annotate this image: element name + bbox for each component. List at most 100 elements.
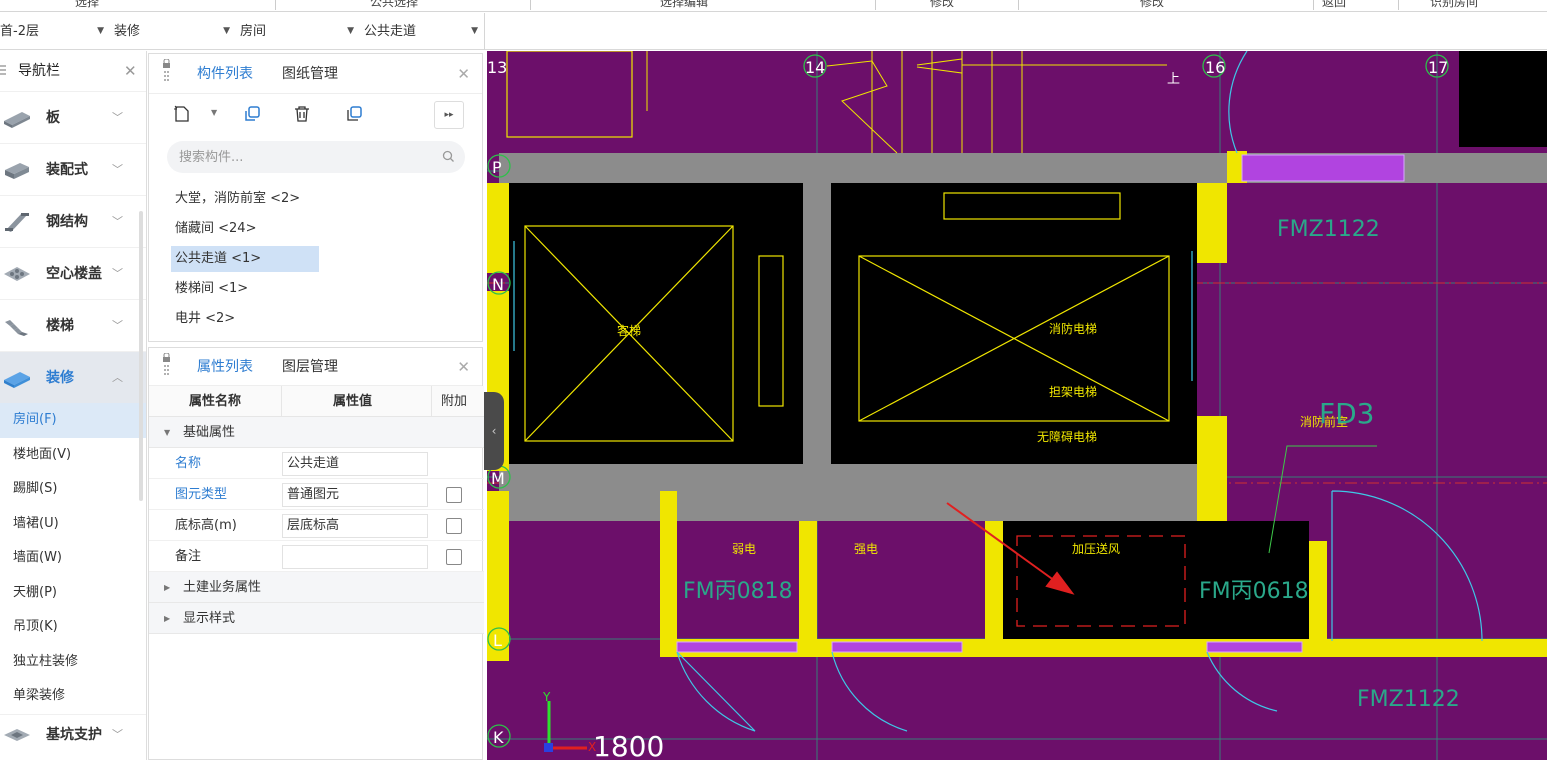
nav-item-suspended-ceiling[interactable]: 吊顶(K) xyxy=(13,619,58,634)
lock-icon[interactable] xyxy=(163,59,170,81)
tab-drawing-management[interactable]: 图纸管理 xyxy=(282,66,338,82)
component-list-item[interactable]: 大堂，消防前室 <2> xyxy=(175,191,301,206)
trash-icon xyxy=(295,106,309,122)
room-label: 消防电梯 xyxy=(1049,321,1097,336)
nav-item-beam-finish[interactable]: 单梁装修 xyxy=(13,688,66,703)
property-group-display[interactable]: ▶ 显示样式 xyxy=(149,603,484,634)
floor-select-value: 首-2层 xyxy=(0,24,39,39)
close-icon[interactable]: ✕ xyxy=(457,358,470,376)
property-value-element-type[interactable]: 普通图元 xyxy=(282,483,428,507)
property-value-remark[interactable] xyxy=(282,545,428,569)
more-tools-button[interactable]: ▸▸ xyxy=(434,101,464,129)
room-label: 弱电 xyxy=(732,542,756,556)
selector-bar: 首-2层 ▼ 装修 ▼ 房间 ▼ 公共走道 ▼ xyxy=(0,13,1547,50)
nav-category-steel[interactable]: 钢结构 ﹀ xyxy=(0,195,146,247)
expand-triangle-icon: ▶ xyxy=(164,614,171,623)
header-property-value: 属性值 xyxy=(333,394,373,409)
decoration-icon xyxy=(4,372,30,388)
navigation-panel: 导航栏 ✕ 板 ﹀ 装配式 ﹀ 钢结构 ﹀ xyxy=(0,51,147,760)
attach-checkbox[interactable] xyxy=(446,487,462,503)
attach-checkbox[interactable] xyxy=(446,518,462,534)
property-value-bottom-elevation[interactable]: 层底标高 xyxy=(282,514,428,538)
nav-category-stairs[interactable]: 楼梯 ﹀ xyxy=(0,299,146,351)
floor-plan-drawing[interactable]: 13 14 16 17 P N M L K 客梯 消防电梯 担架电梯 无障碍电梯… xyxy=(487,51,1547,760)
component-list-item[interactable]: 储藏间 <24> xyxy=(175,221,257,236)
search-icon xyxy=(442,150,454,162)
room-label: 客梯 xyxy=(617,323,641,338)
drawing-canvas[interactable]: 13 14 16 17 P N M L K 客梯 消防电梯 担架电梯 无障碍电梯… xyxy=(487,51,1547,760)
copy-component-button[interactable] xyxy=(237,100,267,128)
nav-category-slab[interactable]: 板 ﹀ xyxy=(0,91,146,143)
nav-category-hollow-slab[interactable]: 空心楼盖 ﹀ xyxy=(0,247,146,299)
door-label: FM丙0618 xyxy=(1199,579,1309,604)
component-list-item[interactable]: 电井 <2> xyxy=(175,311,236,326)
room-label: 加压送风 xyxy=(1072,541,1120,556)
close-icon[interactable]: ✕ xyxy=(124,62,137,80)
chevron-down-icon: ﹀ xyxy=(112,215,123,228)
axis-label: 13 xyxy=(487,58,507,77)
new-component-button[interactable] xyxy=(167,100,197,128)
tab-layer-management[interactable]: 图层管理 xyxy=(282,359,338,375)
property-group-basic[interactable]: ▼ 基础属性 xyxy=(149,417,484,448)
component-list-item[interactable]: 楼梯间 <1> xyxy=(175,281,249,296)
axis-label: 16 xyxy=(1205,58,1225,77)
component-select[interactable]: 公共走道 ▼ xyxy=(364,13,478,50)
nav-item-floor-surface[interactable]: 楼地面(V) xyxy=(13,446,72,462)
floor-select[interactable]: 首-2层 ▼ xyxy=(0,13,104,50)
header-property-name: 属性名称 xyxy=(189,394,242,409)
component-list-panel: 构件列表 图纸管理 ✕ ▼ ▸▸ 大堂，消防前室 <2> 储藏间 <24> 公共… xyxy=(148,53,483,342)
prefab-icon xyxy=(5,163,29,179)
door-label: FMZ1122 xyxy=(1357,687,1460,712)
property-value-name[interactable]: 公共走道 xyxy=(282,452,428,476)
nav-item-room[interactable]: 房间(F) xyxy=(0,403,146,438)
tab-property-list[interactable]: 属性列表 xyxy=(197,359,253,375)
component-toolbar: ▼ ▸▸ xyxy=(149,94,482,134)
property-row-name: 名称 公共走道 xyxy=(149,448,484,479)
nav-category-decoration[interactable]: 装修 ︿ xyxy=(0,351,146,403)
tab-component-list[interactable]: 构件列表 xyxy=(197,66,253,82)
nav-item-dado[interactable]: 墙裙(U) xyxy=(13,515,59,531)
component-search-input[interactable] xyxy=(167,141,465,173)
coord-y-label: Y xyxy=(542,690,551,704)
type-select[interactable]: 房间 ▼ xyxy=(240,13,354,50)
close-icon[interactable]: ✕ xyxy=(457,65,470,83)
nav-item-column-finish[interactable]: 独立柱装修 xyxy=(13,653,79,669)
coord-x-label: X xyxy=(588,740,596,754)
nav-item-ceiling[interactable]: 天棚(P) xyxy=(13,584,57,600)
component-list-item[interactable]: 公共走道 <1> xyxy=(171,246,319,272)
door-label: FM丙0818 xyxy=(683,579,793,604)
ribbon-item[interactable]: 返回 xyxy=(1322,0,1347,9)
chevron-down-icon: ▼ xyxy=(97,26,104,36)
ribbon-toolbar: 选择 公共选择 选择编辑 修改 修改 返回 识别房间 xyxy=(0,0,1547,12)
chevron-down-icon[interactable]: ▼ xyxy=(211,108,218,117)
property-group-civil[interactable]: ▶ 土建业务属性 xyxy=(149,572,484,603)
property-row-element-type: 图元类型 普通图元 xyxy=(149,479,484,510)
delete-component-button[interactable] xyxy=(287,100,317,128)
chevron-down-icon: ▼ xyxy=(347,26,354,36)
nav-scrollbar[interactable] xyxy=(139,211,143,501)
category-select[interactable]: 装修 ▼ xyxy=(114,13,230,50)
room-label: 无障碍电梯 xyxy=(1037,429,1097,444)
layer-copy-button[interactable] xyxy=(339,100,369,128)
ribbon-item[interactable]: 选择 xyxy=(75,0,100,9)
elevator-outlines xyxy=(506,51,1170,442)
nav-category-prefab[interactable]: 装配式 ﹀ xyxy=(0,143,146,195)
ribbon-item[interactable]: 识别房间 xyxy=(1430,0,1479,9)
collapse-panel-button[interactable]: ‹ xyxy=(484,392,504,470)
door-swings xyxy=(513,51,1483,732)
lock-icon[interactable] xyxy=(163,353,170,375)
steel-structure-icon xyxy=(5,213,29,232)
nav-item-skirting[interactable]: 踢脚(S) xyxy=(13,481,58,496)
ribbon-item[interactable]: 修改 xyxy=(1140,0,1165,9)
ribbon-item[interactable]: 修改 xyxy=(930,0,955,9)
attach-checkbox[interactable] xyxy=(446,549,462,565)
pit-support-icon xyxy=(4,728,30,741)
ribbon-item[interactable]: 公共选择 xyxy=(370,0,419,9)
nav-item-wall-surface[interactable]: 墙面(W) xyxy=(13,550,62,565)
door-label: FD3 xyxy=(1319,397,1374,430)
slab-icon xyxy=(4,112,30,128)
ribbon-item[interactable]: 选择编辑 xyxy=(660,0,709,9)
chevron-down-icon: ▼ xyxy=(471,26,478,36)
nav-category-pit-support[interactable]: 基坑支护 ﹀ xyxy=(0,713,146,754)
drag-handle-icon[interactable] xyxy=(0,65,6,77)
